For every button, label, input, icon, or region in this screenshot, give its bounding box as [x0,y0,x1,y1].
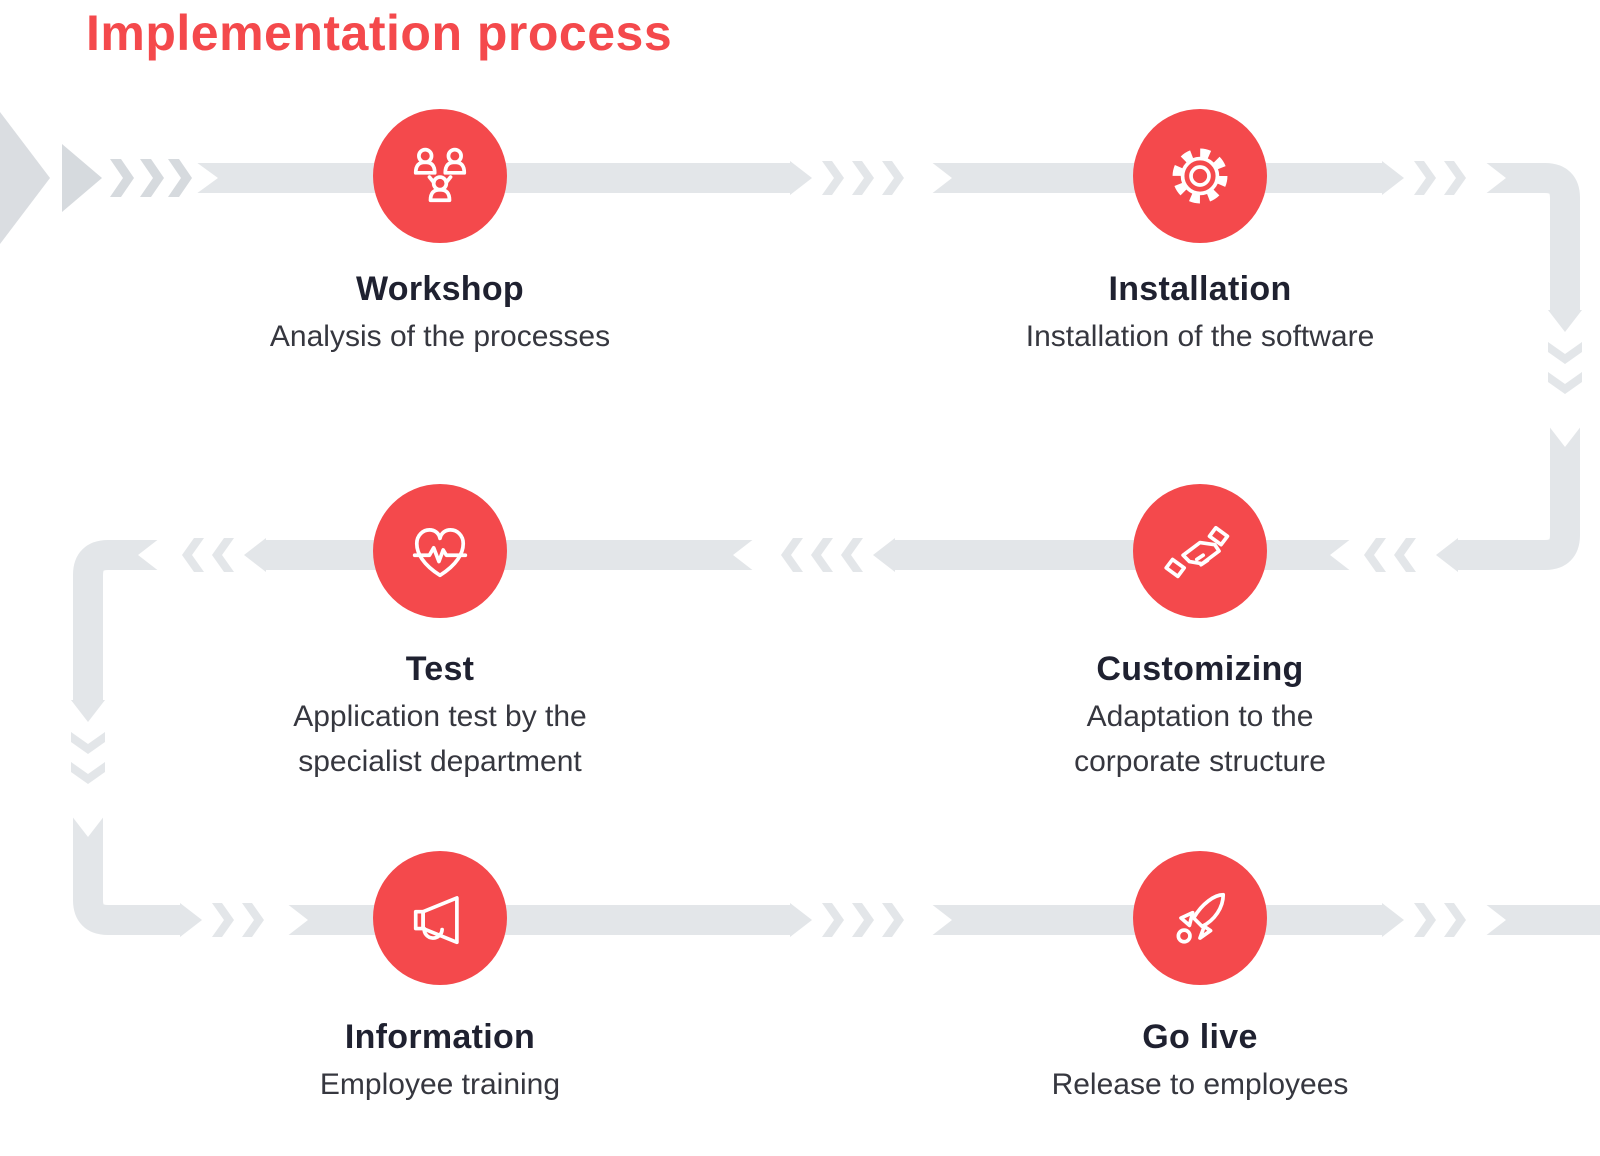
step-block-test: Test Application test by the specialist … [210,648,670,784]
step-desc-workshop: Analysis of the processes [210,314,670,359]
step-desc-customizing: Adaptation to the corporate structure [970,694,1430,784]
step-desc-line: specialist department [298,745,582,778]
step-desc-line: Employee training [319,1068,561,1101]
step-heading-customizing: Customizing [1096,650,1304,688]
flow-break-left-vertical [69,700,107,837]
step-desc-test: Application test by the specialist depar… [210,694,670,784]
step-heading-golive: Go live [1142,1018,1258,1056]
flow-break-row3-mid [790,901,952,939]
step-desc-line: Adaptation to the [1086,700,1314,733]
step-block-workshop: Workshop Analysis of the processes [210,268,670,359]
step-circle-information [373,851,507,985]
gear-icon [1172,148,1228,204]
flow-break-row3-right [1382,901,1506,939]
step-heading-workshop: Workshop [355,270,524,308]
step-circle-installation [1133,109,1267,243]
step-desc-line: Analysis of the processes [269,320,611,353]
megaphone-icon [413,896,459,945]
step-block-customizing: Customizing Adaptation to the corporate … [970,648,1430,784]
step-block-golive: Go live Release to employees [970,1016,1430,1107]
step-block-information: Information Employee training [210,1016,670,1107]
step-desc-information: Employee training [210,1062,670,1107]
step-desc-line: Application test by the [293,700,587,733]
step-circle-test [373,484,507,618]
step-heading-information: Information [344,1018,536,1056]
step-desc-line: Release to employees [1051,1068,1349,1101]
heart-pulse-icon [412,528,468,578]
flow-break-right-vertical [1546,310,1584,447]
step-desc-line: Installation of the software [1025,320,1375,353]
flow-break-row2-right [1330,536,1458,574]
flow-start-arrow [0,112,218,244]
step-block-installation: Installation Installation of the softwar… [970,268,1430,359]
flow-break-row3-left [180,901,308,939]
flow-break-row2-mid [733,536,895,574]
handshake-icon [1164,525,1230,579]
step-heading-installation: Installation [1108,270,1292,308]
flow-break-row2-left [138,536,266,574]
step-desc-line: corporate structure [1074,745,1326,778]
people-group-icon [413,147,467,203]
step-circle-customizing [1133,484,1267,618]
page-title: Implementation process [86,5,673,61]
step-desc-installation: Installation of the software [970,314,1430,359]
step-circle-workshop [373,109,507,243]
step-heading-test: Test [405,650,475,688]
rocket-icon [1176,892,1226,944]
step-circle-golive [1133,851,1267,985]
flow-break-row1-right [1382,160,1506,197]
step-desc-golive: Release to employees [970,1062,1430,1107]
flow-break-row1-mid [790,160,952,197]
